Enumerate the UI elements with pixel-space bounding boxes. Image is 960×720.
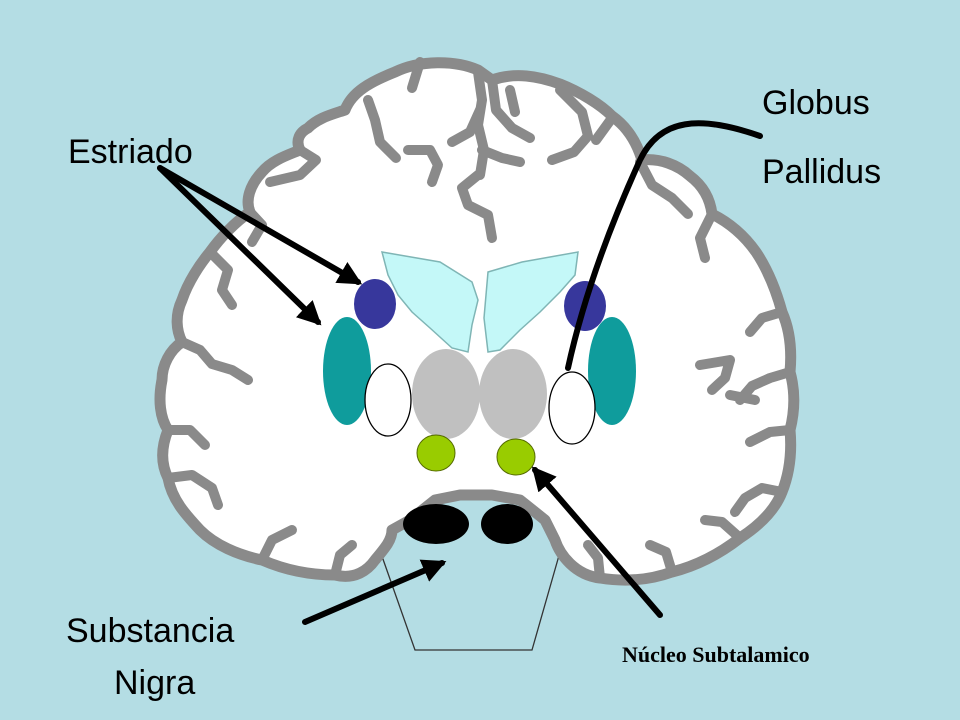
- label-nucleo-subtalamico: Núcleo Subtalamico: [622, 642, 810, 667]
- left-subthalamic-nucleus: [416, 434, 456, 472]
- right-putamen: [588, 317, 636, 425]
- right-globus-pallidus: [548, 371, 596, 445]
- brain-outline: [154, 57, 800, 586]
- subthalamic-nucleus-arrow: [531, 466, 663, 618]
- left-putamen: [323, 317, 371, 425]
- left-lateral-ventricle: [380, 251, 479, 353]
- label-pallidus: Pallidus: [762, 153, 882, 191]
- estriado-arrows: [157, 165, 363, 326]
- left-globus-pallidus: [364, 363, 412, 437]
- brainstem-outline: [377, 544, 563, 651]
- label-substancia: Substancia: [66, 612, 235, 650]
- globus-pallidus-pointer-line: [565, 120, 763, 371]
- label-estriado: Estriado: [68, 133, 193, 171]
- label-globus: Globus: [762, 84, 870, 122]
- label-nigra: Nigra: [114, 664, 196, 702]
- right-substantia-nigra: [481, 504, 533, 544]
- right-lateral-ventricle: [483, 251, 579, 353]
- right-subthalamic-nucleus: [496, 438, 536, 476]
- right-thalamus: [479, 349, 547, 439]
- left-thalamus: [412, 349, 480, 439]
- sulci: [163, 57, 795, 583]
- left-substantia-nigra: [403, 504, 469, 544]
- left-caudate-nucleus: [354, 279, 396, 329]
- substantia-nigra-arrow: [302, 559, 447, 625]
